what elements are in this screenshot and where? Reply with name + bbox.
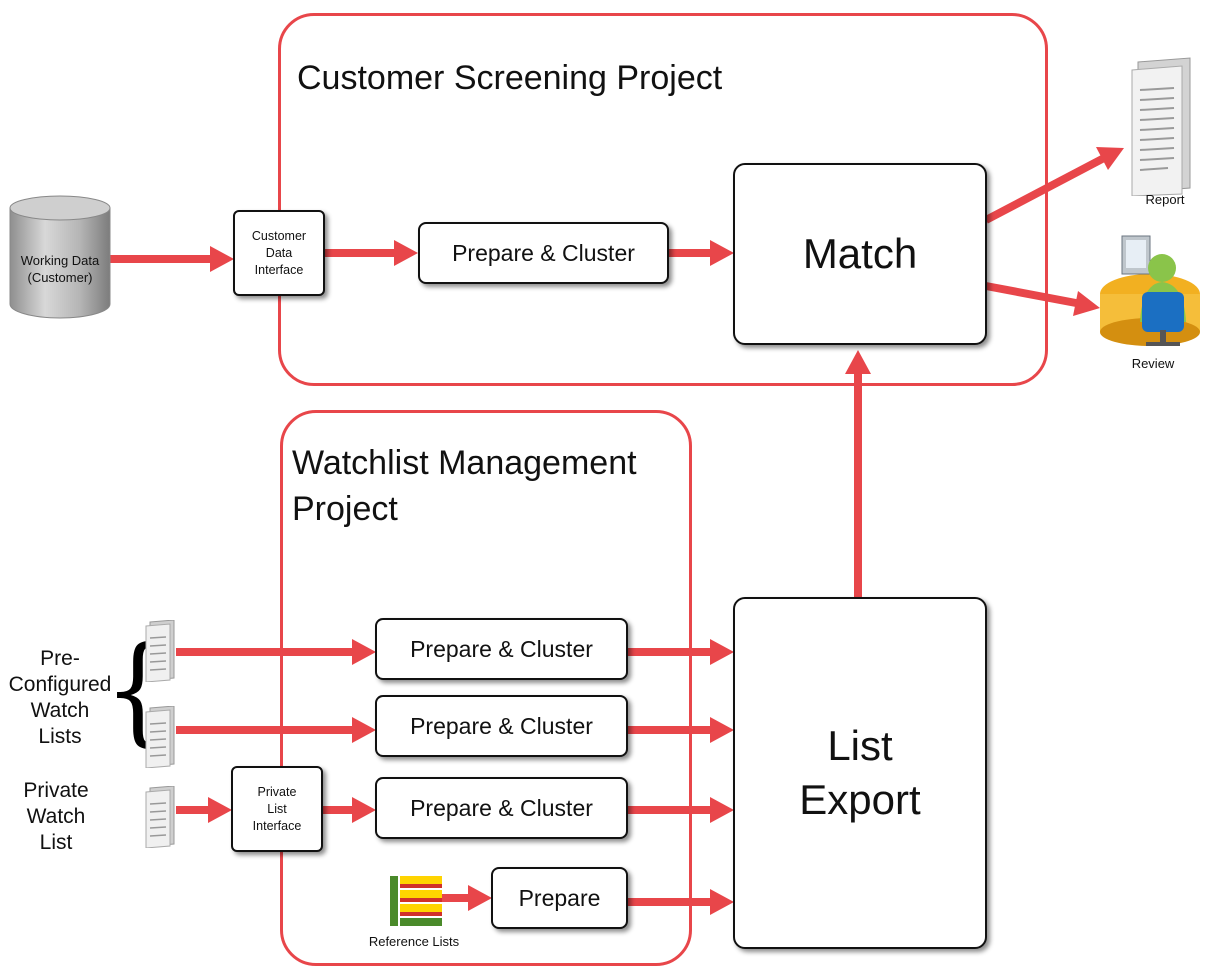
arrow-head <box>1073 291 1100 316</box>
arrow-head <box>208 797 232 823</box>
preconfigured-watch-lists-label: Pre- Configured Watch Lists <box>8 647 112 748</box>
match-box: Match <box>733 163 987 345</box>
arrow-head <box>352 717 376 743</box>
arrow-head <box>710 639 734 665</box>
private-list-interface-box: Private List Interface <box>231 766 323 852</box>
arrow-head <box>394 240 418 266</box>
arrow-match-to-review <box>985 282 1077 307</box>
arrow-head <box>210 246 234 272</box>
arrow-head <box>710 797 734 823</box>
database-cylinder-icon <box>9 195 111 319</box>
document-icon <box>145 620 175 682</box>
arrow-head <box>710 717 734 743</box>
arrow-head <box>710 240 734 266</box>
private-watch-list-label: Private Watch List <box>23 779 89 854</box>
report-document-icon <box>1131 57 1191 196</box>
customer-data-interface-box: Customer Data Interface <box>233 210 325 296</box>
customer-screening-project <box>278 13 1048 386</box>
reference-lists-label: Reference Lists <box>368 934 460 949</box>
report-label: Report <box>1145 192 1185 207</box>
arrow-head <box>710 889 734 915</box>
striped-list-stack-icon <box>390 876 442 926</box>
arrow-head <box>468 885 492 911</box>
arrow-head <box>352 639 376 665</box>
working-data-label: Working Data (Customer) <box>20 253 100 285</box>
arrow-head <box>1096 147 1124 170</box>
prepare-cluster-box-2: Prepare & Cluster <box>375 695 628 757</box>
list-export-box: List Export <box>733 597 987 949</box>
reviewer-at-desk-icon <box>1100 235 1200 346</box>
customer-screening-project-title: Customer Screening Project <box>297 59 723 97</box>
arrow-match-to-report <box>984 154 1106 224</box>
prepare-box: Prepare <box>491 867 628 929</box>
prepare-cluster-box-1: Prepare & Cluster <box>375 618 628 680</box>
review-label: Review <box>1131 356 1175 371</box>
prepare-cluster-box-3: Prepare & Cluster <box>375 777 628 839</box>
arrow-head <box>352 797 376 823</box>
watchlist-management-project <box>280 410 692 966</box>
document-icon <box>145 786 175 848</box>
document-icon <box>145 706 175 768</box>
prepare-cluster-top-box: Prepare & Cluster <box>418 222 669 284</box>
watchlist-management-project-title: Watchlist Management Project <box>292 444 637 528</box>
arrow-head <box>845 350 871 374</box>
